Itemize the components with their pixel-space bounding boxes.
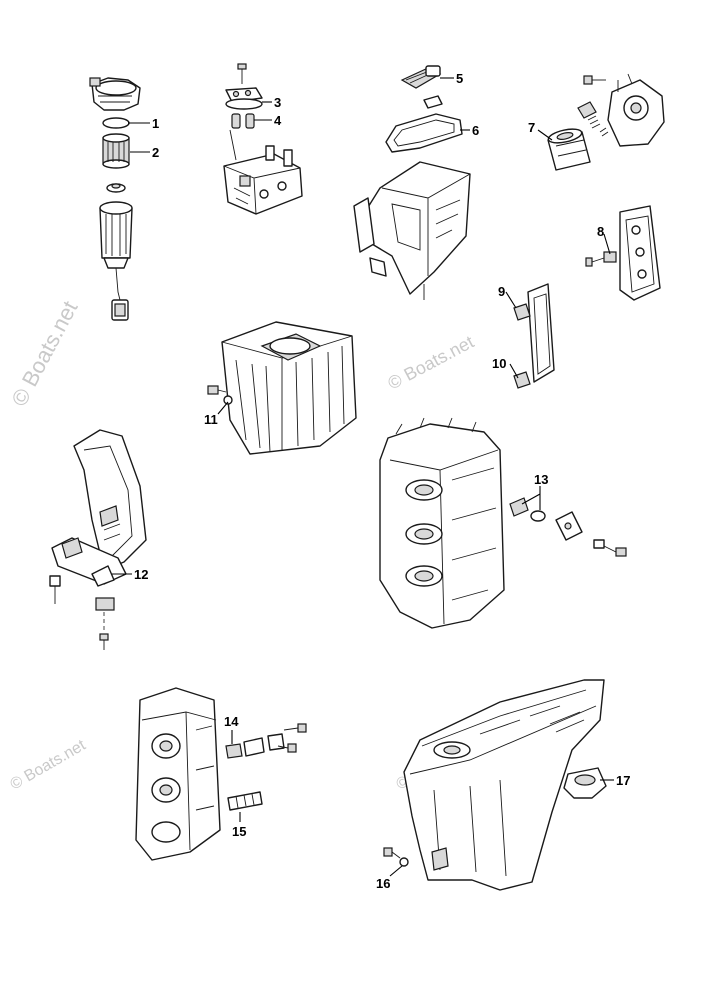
fuel-filter-assembly bbox=[89, 77, 141, 321]
sensor-9 bbox=[513, 303, 531, 321]
callout-numbers: 1 2 3 4 5 6 7 8 9 10 11 12 13 14 15 16 1… bbox=[134, 71, 630, 891]
oil-filter-assembly bbox=[547, 73, 665, 171]
callout-14: 14 bbox=[224, 714, 239, 729]
oil-pan-assembly bbox=[353, 65, 471, 300]
callout-5: 5 bbox=[456, 71, 463, 86]
callout-11: 11 bbox=[204, 412, 218, 427]
watermark-lower-left: © Boats.net bbox=[8, 737, 90, 794]
callout-15: 15 bbox=[232, 824, 246, 839]
sensor-10 bbox=[513, 371, 531, 389]
callout-7: 7 bbox=[528, 120, 535, 135]
drive-housing-assembly bbox=[207, 321, 357, 455]
sensor-8 bbox=[603, 251, 617, 263]
watermark-center: © Boats.net bbox=[384, 332, 477, 394]
callout-8: 8 bbox=[597, 224, 604, 239]
gearcase-assembly bbox=[383, 679, 607, 891]
washer-13 bbox=[530, 510, 546, 522]
fuel-pump-assembly bbox=[223, 63, 303, 215]
exhaust-cover-assembly bbox=[585, 205, 661, 301]
callout-13: 13 bbox=[534, 472, 548, 487]
callout-3: 3 bbox=[274, 95, 281, 110]
callout-6: 6 bbox=[472, 123, 479, 138]
leader-lines bbox=[112, 77, 614, 877]
washer-11 bbox=[223, 395, 233, 405]
callout-10: 10 bbox=[492, 356, 506, 371]
intake-cover-assembly bbox=[513, 283, 555, 389]
cylinder-head-assembly bbox=[135, 687, 307, 861]
watermark-main: © Boats.net bbox=[6, 297, 82, 411]
callout-17: 17 bbox=[616, 773, 630, 788]
mount-bracket-assembly bbox=[49, 429, 147, 650]
callout-4: 4 bbox=[274, 113, 282, 128]
cylinder-block-assembly bbox=[379, 417, 627, 629]
callout-9: 9 bbox=[498, 284, 505, 299]
callout-1: 1 bbox=[152, 116, 159, 131]
callout-16: 16 bbox=[376, 876, 390, 891]
callout-12: 12 bbox=[134, 567, 148, 582]
callout-2: 2 bbox=[152, 145, 159, 160]
o-ring bbox=[102, 117, 130, 129]
washer-16 bbox=[399, 857, 409, 867]
